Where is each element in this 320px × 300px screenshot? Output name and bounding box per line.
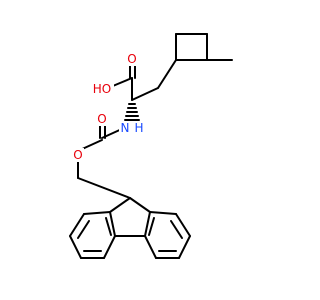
atom-label-ester-o: O: [72, 148, 84, 162]
bond: [157, 59, 177, 89]
atom-label-amide-n: N H: [119, 121, 144, 135]
nitrogen-label: N: [121, 121, 130, 135]
oxygen-label: O: [73, 148, 82, 162]
structure-diagram: O HO N H O O: [69, 33, 233, 259]
nitrogen-hydrogen-label: H: [134, 121, 143, 135]
oxygen-label: O: [97, 112, 106, 126]
fluorene-left-benzene: [69, 211, 116, 259]
fluorene-five-ring: [109, 197, 151, 237]
atom-label-hydroxyl: HO: [92, 82, 114, 96]
bond: [131, 87, 159, 101]
oxygen-label: O: [127, 52, 136, 66]
atom-label-carbamate-o: O: [96, 112, 108, 126]
molecule-drawing: O HO N H O O: [69, 33, 233, 259]
cyclobutane-ring: [175, 33, 208, 61]
bond: [77, 177, 131, 199]
atom-label-carbonyl-o: O: [126, 52, 138, 66]
hydroxyl-label: HO: [93, 82, 111, 96]
fluorene-right-benzene: [144, 211, 191, 259]
hashed-wedge-bond: [124, 103, 140, 121]
